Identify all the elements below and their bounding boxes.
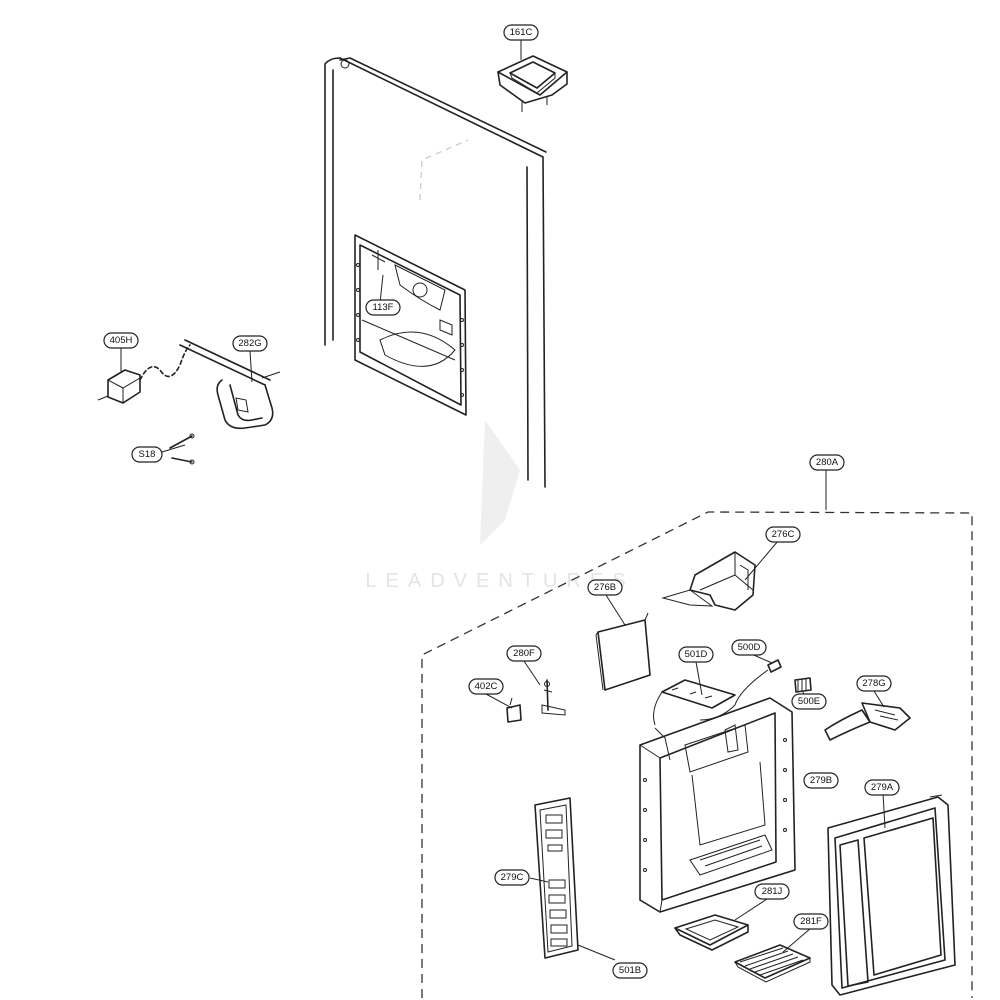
svg-text:S18: S18 xyxy=(139,449,156,460)
svg-text:278G: 278G xyxy=(862,678,885,689)
part-500E-connector xyxy=(794,677,812,693)
svg-text:402C: 402C xyxy=(475,681,498,692)
part-279C-control-panel xyxy=(534,797,579,959)
label-501B: 501B xyxy=(612,962,648,979)
label-S18: S18 xyxy=(131,446,163,463)
svg-text:282G: 282G xyxy=(238,338,261,349)
part-280F-lever xyxy=(541,679,566,716)
label-113F: 113F xyxy=(365,299,401,316)
svg-text:279B: 279B xyxy=(810,775,832,786)
part-161C-cap xyxy=(497,55,568,112)
svg-text:276C: 276C xyxy=(772,529,795,540)
svg-text:161C: 161C xyxy=(510,27,533,38)
label-279B: 279B xyxy=(803,772,839,789)
svg-text:281F: 281F xyxy=(800,916,822,927)
svg-text:501B: 501B xyxy=(619,965,641,976)
svg-text:281J: 281J xyxy=(762,886,783,897)
door-panel xyxy=(324,57,547,488)
svg-text:280F: 280F xyxy=(513,648,535,659)
label-281J: 281J xyxy=(754,883,790,900)
svg-text:113F: 113F xyxy=(373,302,394,313)
part-S18-screws xyxy=(169,433,195,465)
svg-text:279C: 279C xyxy=(501,872,524,883)
label-278G: 278G xyxy=(856,675,892,692)
label-405H: 405H xyxy=(103,332,139,349)
watermark: LEADVENTURES xyxy=(365,420,634,592)
part-276C-duct xyxy=(661,551,756,611)
part-278G-handle xyxy=(824,702,911,741)
label-281F: 281F xyxy=(793,913,829,930)
svg-text:405H: 405H xyxy=(110,335,133,346)
svg-text:500D: 500D xyxy=(738,642,761,653)
label-279C: 279C xyxy=(494,869,530,886)
part-501D-pcb xyxy=(653,679,736,726)
label-282G: 282G xyxy=(232,335,268,352)
part-402C-switch xyxy=(506,697,522,723)
part-276B-flap xyxy=(595,612,651,691)
part-281F-grille xyxy=(734,944,811,983)
label-280F: 280F xyxy=(506,645,542,662)
label-280A: 280A xyxy=(809,454,845,471)
svg-text:500E: 500E xyxy=(798,696,820,707)
svg-text:501D: 501D xyxy=(685,649,708,660)
label-500E: 500E xyxy=(791,693,827,710)
svg-text:280A: 280A xyxy=(816,457,839,468)
part-labels: 161C 113F 405H 282G S18 280A 276C 276B xyxy=(103,24,900,979)
watermark-text: LEADVENTURES xyxy=(365,570,634,592)
part-405H-switch xyxy=(97,344,191,404)
label-501D: 501D xyxy=(678,646,714,663)
label-276C: 276C xyxy=(765,526,801,543)
svg-text:276B: 276B xyxy=(594,582,616,593)
part-281J-tray xyxy=(674,914,749,951)
label-402C: 402C xyxy=(468,678,504,695)
svg-text:279A: 279A xyxy=(871,782,894,793)
assembly-280A-boundary xyxy=(421,511,973,998)
label-276B: 276B xyxy=(587,579,623,596)
part-279B-housing xyxy=(639,697,796,913)
part-279A-frame xyxy=(827,794,956,996)
label-279A: 279A xyxy=(864,779,900,796)
label-500D: 500D xyxy=(731,639,767,656)
part-282G-bracket xyxy=(179,339,281,430)
label-161C: 161C xyxy=(503,24,539,41)
